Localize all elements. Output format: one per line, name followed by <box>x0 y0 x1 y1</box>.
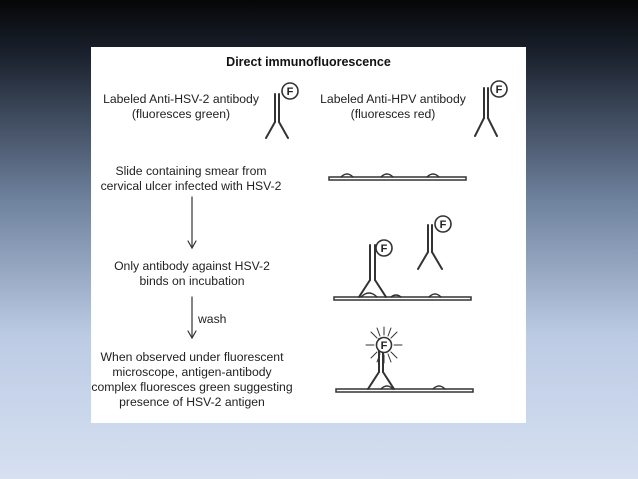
step-binding-line2: binds on incubation <box>139 274 245 288</box>
fluor-tag-label: F <box>496 84 503 96</box>
fluor-tag-label: F <box>381 340 388 352</box>
anti-hpv-label: Labeled Anti-HPV antibody (fluoresces re… <box>313 92 473 122</box>
diagram-title: Direct immunofluorescence <box>226 55 391 69</box>
step-observation-line4: presence of HSV-2 antigen <box>119 395 265 409</box>
anti-hpv-antibody-icon <box>474 87 498 137</box>
fluor-tag-label: F <box>440 219 447 231</box>
slide-bound-antibody-icon <box>333 244 472 301</box>
down-arrow-wash-icon <box>187 296 197 340</box>
step-slide-line2: cervical ulcer infected with HSV-2 <box>100 179 282 193</box>
fluor-tag-icon <box>281 82 299 100</box>
anti-hsv2-label-line2: (fluoresces green) <box>131 107 231 121</box>
step-observation-line1: When observed under fluorescent <box>100 350 284 364</box>
fluor-tag-icon <box>375 239 393 257</box>
step-binding-line1: Only antibody against HSV-2 <box>114 259 270 273</box>
step-observation-line2: microscope, antigen-antibody <box>112 365 272 379</box>
fluor-tag-label: F <box>287 86 294 98</box>
free-hpv-antibody-icon <box>417 224 443 270</box>
anti-hpv-label-line1: Labeled Anti-HPV antibody <box>320 92 466 106</box>
step-observation-line3: complex fluoresces green suggesting <box>91 380 293 394</box>
step-binding-text: Only antibody against HSV-2 binds on inc… <box>97 259 287 289</box>
anti-hpv-label-line2: (fluoresces red) <box>350 107 436 121</box>
fluor-tag-icon <box>490 80 508 98</box>
step-observation-text: When observed under fluorescent microsco… <box>91 350 293 410</box>
diagram-panel: F F F F F Direct immunofluorescence Labe… <box>91 47 526 423</box>
anti-hsv2-label: Labeled Anti-HSV-2 antibody (fluoresces … <box>101 92 261 122</box>
step-slide-line1: Slide containing smear from <box>115 164 267 178</box>
down-arrow-icon <box>187 196 197 250</box>
fluor-tag-icon <box>375 336 393 354</box>
slide-smear-icon <box>328 173 467 181</box>
anti-hsv2-label-line1: Labeled Anti-HSV-2 antibody <box>103 92 259 106</box>
diagram-graphics: F F F F F <box>187 80 508 393</box>
wash-label: wash <box>198 312 227 326</box>
fluor-tag-icon <box>434 215 452 233</box>
step-slide-text: Slide containing smear from cervical ulc… <box>93 164 289 194</box>
anti-hsv2-antibody-icon <box>265 93 289 139</box>
fluor-tag-label: F <box>381 243 388 255</box>
slide-fluorescing-complex-icon <box>335 338 474 393</box>
fluorescence-rays-icon <box>365 326 403 364</box>
